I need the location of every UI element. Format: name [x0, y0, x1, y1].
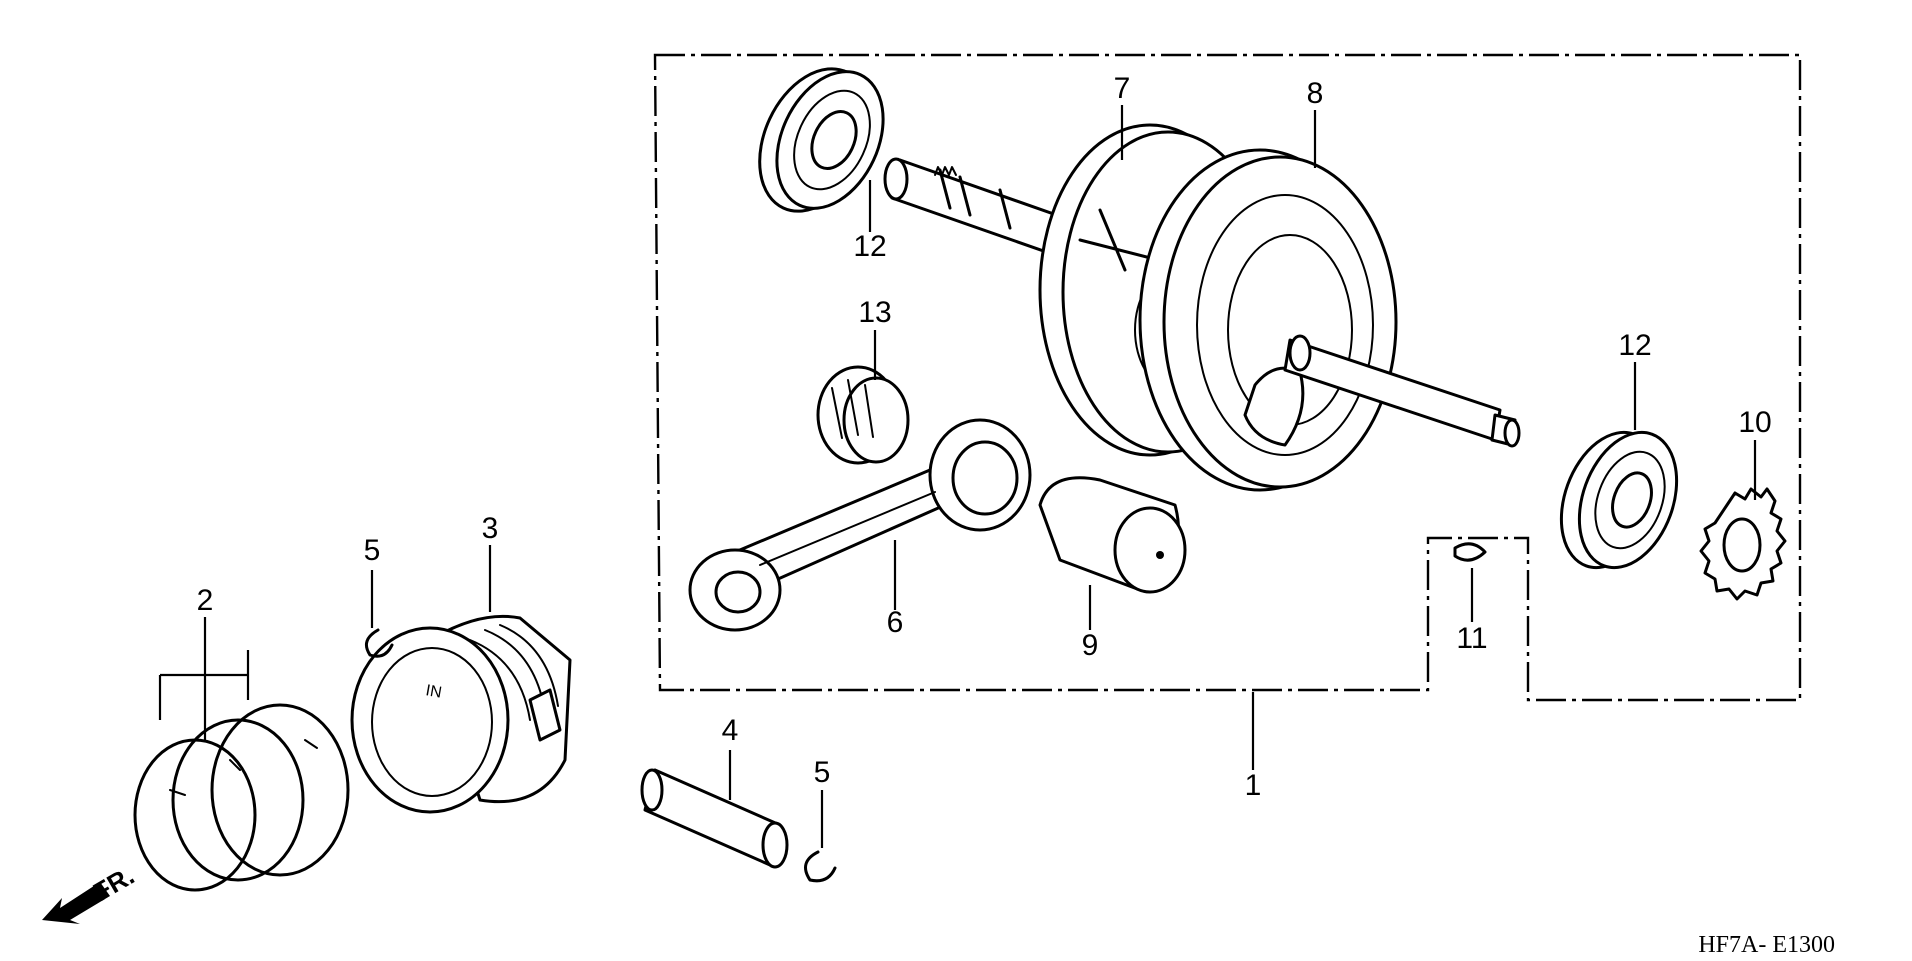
- callout-12-left: 12: [853, 230, 886, 263]
- callout-5-lower: 5: [814, 756, 831, 789]
- callout-5-upper: 5: [364, 534, 381, 567]
- crank-pin-part: [1038, 476, 1187, 594]
- callout-13: 13: [858, 296, 891, 329]
- callout-1: 1: [1245, 769, 1262, 802]
- connecting-rod-part: [688, 418, 1032, 632]
- drawing-code: HF7A- E1300: [1698, 932, 1835, 956]
- sprocket-part: [1699, 487, 1787, 601]
- callout-2: 2: [197, 584, 214, 617]
- callout-7: 7: [1114, 72, 1131, 105]
- callout-labels: 1 2 3 4 5 5 6 7 8 9 10 11 12 12 13: [197, 72, 1772, 802]
- callout-9: 9: [1082, 629, 1099, 662]
- woodruff-key-part: [1453, 542, 1487, 562]
- left-bearing-part: [758, 67, 885, 213]
- callout-3: 3: [482, 512, 499, 545]
- right-bearing-part: [1559, 430, 1679, 570]
- callout-12-right: 12: [1618, 329, 1651, 362]
- front-direction-arrow-icon: [42, 882, 110, 924]
- callout-10: 10: [1738, 406, 1771, 439]
- leader-lines: [158, 105, 1757, 848]
- piston-pin-part: [640, 768, 789, 869]
- callout-4: 4: [722, 714, 739, 747]
- callout-6: 6: [887, 606, 904, 639]
- needle-bearing-part: [816, 365, 910, 465]
- piston-ring-set-part: [133, 703, 350, 892]
- callout-11: 11: [1456, 622, 1487, 655]
- piston-in-mark: IN: [424, 682, 443, 702]
- piston-part: IN: [350, 614, 572, 814]
- crankshaft-part: [883, 123, 1521, 492]
- callout-8: 8: [1307, 77, 1324, 110]
- piston-clip-part: [364, 628, 394, 658]
- piston-clip-part: [804, 850, 837, 883]
- assembly-boundary: [653, 53, 1802, 702]
